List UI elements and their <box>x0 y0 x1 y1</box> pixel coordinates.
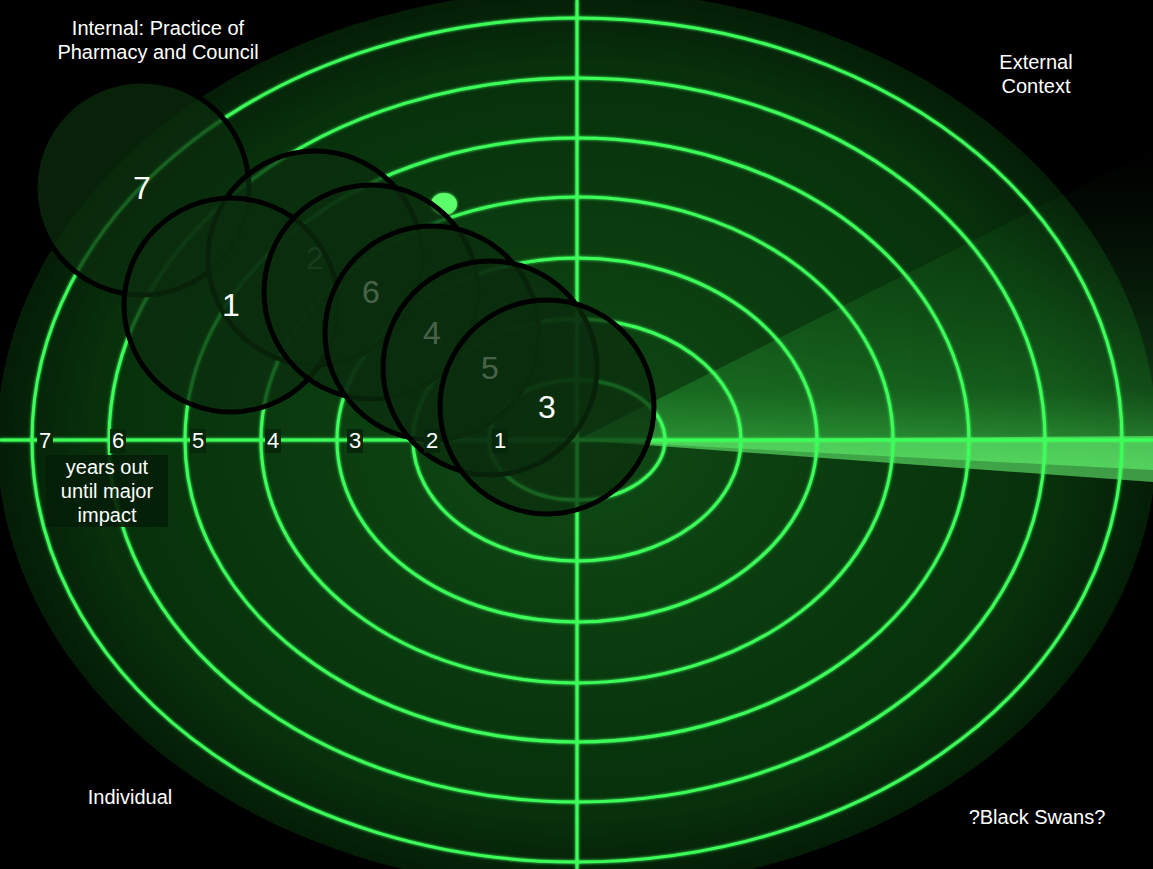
axis-number: 6 <box>110 429 126 453</box>
quadrant-label: External Context <box>976 50 1096 98</box>
sweep-beam <box>577 150 1153 470</box>
axis-number: 2 <box>424 429 440 453</box>
axis-caption: years out until major impact <box>46 455 168 527</box>
axis-number: 4 <box>265 429 281 453</box>
quadrant-label: ?Black Swans? <box>969 805 1106 829</box>
axis-number: 7 <box>37 429 53 453</box>
axis-number: 3 <box>347 429 363 453</box>
axis-number: 5 <box>190 429 206 453</box>
callout-circle: 3 <box>437 297 657 517</box>
quadrant-label: Internal: Practice of Pharmacy and Counc… <box>48 16 268 64</box>
callout-number: 3 <box>437 297 657 517</box>
axis-number: 1 <box>492 429 508 453</box>
quadrant-label: Individual <box>88 785 173 809</box>
